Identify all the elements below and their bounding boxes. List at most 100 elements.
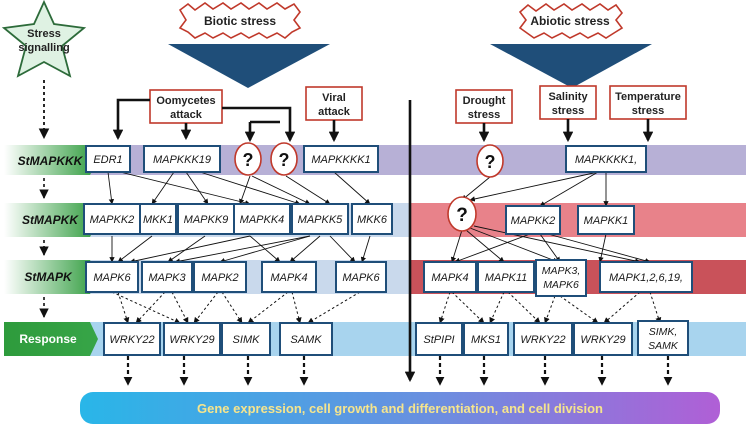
unknown-mark-3: ? xyxy=(485,152,496,172)
node-wrky22: WRKY22 xyxy=(103,322,161,356)
node-mapkkkk1-abiotic: MAPKKKK1, xyxy=(565,145,647,173)
cascade-connectors xyxy=(107,171,651,264)
temperature-line1: Temperature xyxy=(615,91,681,103)
node-simk: SIMK xyxy=(221,322,271,356)
node-unknown-1: ? xyxy=(234,142,262,176)
node-mapkk5-text: MAPKK5 xyxy=(298,214,344,226)
node-simk-samk: SIMK, SAMK xyxy=(637,320,689,356)
node-edr1-text: EDR1 xyxy=(93,154,122,166)
node-wrky22-abiotic: WRKY22 xyxy=(513,322,573,356)
unknown-mark-1: ? xyxy=(243,150,254,170)
node-samk: SAMK xyxy=(279,322,333,356)
salinity-line1: Salinity xyxy=(548,91,588,103)
temperature-stress-box: Temperature stress xyxy=(609,85,687,120)
biotic-stress-label: Biotic stress xyxy=(204,14,276,28)
node-mkk6: MKK6 xyxy=(351,203,393,235)
oomycetes-attack-box: Oomycetes attack xyxy=(149,89,223,124)
node-mapk6b: MAPK6 xyxy=(335,261,387,293)
node-mapkk5: MAPKK5 xyxy=(291,203,349,235)
node-samk-text: SAMK xyxy=(290,334,322,346)
signalling-label-line2: signalling xyxy=(18,42,69,54)
node-mapkk4: MAPKK4 xyxy=(233,203,291,235)
unknown-mark-2: ? xyxy=(279,150,290,170)
node-wrky22-abiotic-text: WRKY22 xyxy=(520,334,565,346)
viral-line1: Viral xyxy=(322,92,346,104)
oomycetes-line2: attack xyxy=(170,109,203,121)
drought-stress-box: Drought stress xyxy=(455,89,513,124)
node-simk-text: SIMK xyxy=(233,334,261,346)
drought-line2: stress xyxy=(468,109,500,121)
biotic-stress-burst: Biotic stress xyxy=(178,2,302,39)
node-mapk4: MAPK4 xyxy=(261,261,317,293)
gene-expression-bar: Gene expression, cell growth and differe… xyxy=(80,392,720,424)
response-connectors xyxy=(111,291,662,324)
node-mapkkkk1: MAPKKKK1 xyxy=(303,145,379,173)
node-unknown-4: ? xyxy=(447,196,477,232)
abiotic-stress-label: Abiotic stress xyxy=(530,14,610,28)
node-wrky29-text: WRKY29 xyxy=(169,334,214,346)
node-mapk3-mapk6-line2: MAPK6 xyxy=(543,279,579,291)
node-mks1: MKS1 xyxy=(463,322,509,356)
level-label-mapkk: StMAPKK xyxy=(4,203,98,237)
abiotic-stimulus-arrows xyxy=(478,119,654,143)
node-mapk6: MAPK6 xyxy=(85,261,139,293)
level-mapkkk-text: StMAPKKK xyxy=(18,154,84,168)
node-wrky29: WRKY29 xyxy=(163,322,221,356)
node-stpipi-text: StPIPI xyxy=(423,334,454,346)
node-mapk6-text: MAPK6 xyxy=(93,272,131,284)
node-mapk2: MAPK2 xyxy=(193,261,247,293)
node-mapk3-mapk6: MAPK3, MAPK6 xyxy=(535,259,587,297)
node-mapk3-text: MAPK3 xyxy=(148,272,186,284)
abiotic-stress-burst: Abiotic stress xyxy=(518,3,624,39)
node-mapk4-abiotic: MAPK4 xyxy=(423,261,477,293)
node-mapkk9-text: MAPKK9 xyxy=(184,214,229,226)
node-mapkk2: MAPKK2 xyxy=(83,203,141,235)
node-mapkk9: MAPKK9 xyxy=(177,203,235,235)
node-edr1: EDR1 xyxy=(85,145,131,173)
node-simk-samk-line2: SAMK xyxy=(648,340,679,352)
node-mapkk2-abiotic: MAPKK2 xyxy=(505,205,561,235)
node-mapk1-2-6-19: MAPK1,2,6,19, xyxy=(599,261,693,293)
node-mapkk1-abiotic: MAPKK1 xyxy=(577,205,635,235)
oomycetes-line1: Oomycetes xyxy=(156,95,215,107)
biotic-funnel xyxy=(168,44,330,88)
node-mapk3: MAPK3 xyxy=(141,261,193,293)
node-mapk6b-text: MAPK6 xyxy=(342,272,380,284)
unknown-mark-4: ? xyxy=(456,205,468,226)
signalling-label-line1: Stress xyxy=(27,28,61,40)
node-mapk3-mapk6-line1: MAPK3, xyxy=(542,265,581,277)
viral-attack-box: Viral attack xyxy=(305,86,363,121)
node-mapkk2-text: MAPKK2 xyxy=(90,214,135,226)
node-simk-samk-line1: SIMK, xyxy=(649,326,678,338)
node-mapk4-text: MAPK4 xyxy=(270,272,307,284)
biotic-stimulus-arrows xyxy=(112,98,340,143)
node-mapkkkk1-text: MAPKKKK1 xyxy=(311,154,370,166)
salinity-stress-box: Salinity stress xyxy=(539,85,597,120)
node-mapk11-text: MAPK11 xyxy=(485,272,528,284)
node-mks1-text: MKS1 xyxy=(471,334,501,346)
temperature-line2: stress xyxy=(632,105,664,117)
level-response-text: Response xyxy=(19,332,77,346)
node-wrky29-abiotic: WRKY29 xyxy=(573,322,633,356)
gene-expression-connectors xyxy=(123,356,673,386)
node-mapk11: MAPK11 xyxy=(477,261,535,293)
node-mapkk4-text: MAPKK4 xyxy=(240,214,285,226)
viral-line2: attack xyxy=(318,106,351,118)
node-unknown-2: ? xyxy=(270,142,298,176)
level-label-mapk: StMAPK xyxy=(4,260,98,294)
node-mapkkk19-text: MAPKKK19 xyxy=(153,154,211,166)
node-unknown-3: ? xyxy=(476,144,504,178)
node-mkk1-text: MKK1 xyxy=(143,214,173,226)
node-mapkkk19: MAPKKK19 xyxy=(143,145,221,173)
node-mapk4-abiotic-text: MAPK4 xyxy=(431,272,468,284)
node-mapk2-text: MAPK2 xyxy=(201,272,238,284)
level-label-response: Response xyxy=(4,322,98,356)
gene-expression-text: Gene expression, cell growth and differe… xyxy=(197,401,603,416)
node-mapkk2-abiotic-text: MAPKK2 xyxy=(511,215,556,227)
node-mkk6-text: MKK6 xyxy=(357,214,388,226)
node-wrky29-abiotic-text: WRKY29 xyxy=(580,334,625,346)
stress-signalling-star: Stress signalling xyxy=(1,0,87,78)
node-mapkkkk1-abiotic-text: MAPKKKK1, xyxy=(575,154,637,166)
salinity-line2: stress xyxy=(552,105,584,117)
